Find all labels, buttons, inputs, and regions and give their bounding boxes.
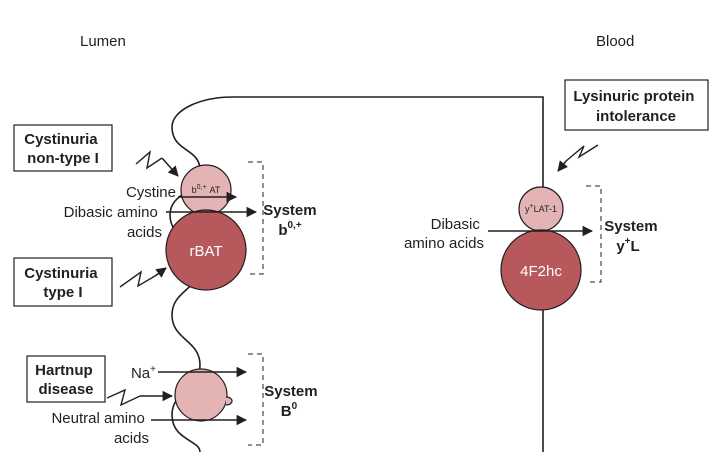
type-1-inhibition-arrow: [154, 267, 167, 278]
system-b0-bracket: [248, 353, 264, 446]
cystinuria-type-1-box: [13, 257, 113, 307]
blood-label: Blood: [596, 33, 634, 50]
b0-protein: [174, 368, 228, 422]
system-b0plus-label: System b0,+: [263, 202, 321, 239]
cystinuria-type-1-label: Cystinuria type I: [24, 265, 102, 301]
lumen-label: Lumen: [80, 33, 126, 50]
rbat-protein: [165, 209, 247, 291]
b0-protein-tab: [225, 396, 233, 406]
cystinuria-non-type-1-label: Cystinuria non-type I: [24, 131, 102, 167]
b0-at-label: b0,+AT: [192, 184, 221, 195]
dibasic-lumen-label: Dibasic amino acids: [64, 204, 162, 241]
system-yplusl-bracket: [586, 185, 602, 283]
system-b0-label: System B0: [264, 383, 322, 420]
4f2hc-protein: [500, 229, 582, 311]
non-type-1-inhibition-bolt: [135, 150, 163, 170]
dibasic-blood-label: Dibasic amino acids: [404, 216, 484, 252]
cystinuria-non-type-1-box: [13, 124, 113, 172]
lysinuric-inhibition-bolt: [565, 144, 599, 162]
lysinuric-protein-intolerance-label: Lysinuric protein intolerance: [573, 88, 698, 125]
non-type-1-inhibition-arrow: [161, 157, 179, 177]
lysinuric-protein-intolerance-box: [564, 79, 709, 131]
hartnup-disease-label: Hartnup disease: [35, 362, 97, 398]
neutral-label: Neutral amino acids: [51, 410, 149, 447]
rbat-label: rBAT: [189, 243, 222, 260]
y-lat-1-label: y+LAT-1: [525, 203, 557, 214]
4f2hc-label: 4F2hc: [520, 263, 562, 280]
hartnup-disease-box: [26, 355, 106, 403]
sodium-label: Na+: [131, 364, 156, 382]
type-1-inhibition-bolt: [119, 270, 156, 288]
system-b0plus-bracket: [248, 161, 264, 275]
cystine-label: Cystine: [126, 184, 176, 201]
system-yplusl-label: System y+L: [604, 218, 662, 255]
hartnup-inhibition-bolt: [106, 388, 141, 407]
lysinuric-inhibition-arrow: [557, 160, 569, 172]
